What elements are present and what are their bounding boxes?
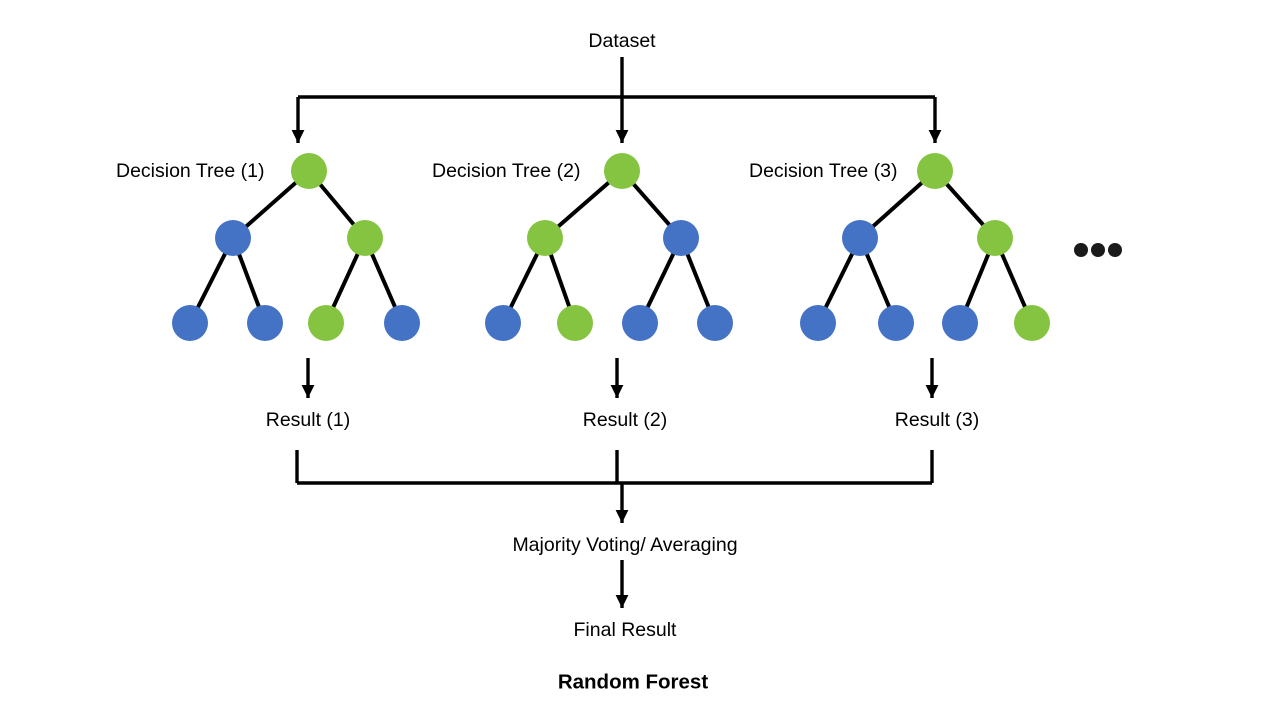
tree-2-nodes	[485, 153, 733, 341]
more-trees-ellipsis-icon	[1074, 243, 1122, 257]
dataset-split-connector	[291, 57, 942, 143]
tree-1-leaf-node-3	[308, 305, 344, 341]
final-result-arrow	[615, 560, 629, 608]
tree-1-leaf-node-2	[247, 305, 283, 341]
decision-tree-3-label: Decision Tree (3)	[749, 160, 897, 182]
tree-2-branch-node-2	[663, 220, 699, 256]
ellipsis-dot-2	[1091, 243, 1105, 257]
tree-3-branch-node-2	[977, 220, 1013, 256]
tree-2-leaf-node-1	[485, 305, 521, 341]
split-arrow-head-2	[615, 130, 629, 143]
decision-tree-3-group: Decision Tree (3) Result (3)	[749, 153, 1050, 431]
result-arrow-head-3	[925, 385, 939, 398]
aggregation-label: Majority Voting/ Averaging	[512, 534, 737, 556]
result-arrow-head-2	[610, 385, 624, 398]
results-merge-connector	[295, 450, 934, 523]
ellipsis-dot-3	[1108, 243, 1122, 257]
tree-3-leaf-node-2	[878, 305, 914, 341]
tree-3-leaf-node-3	[942, 305, 978, 341]
result-1-label: Result (1)	[266, 409, 351, 431]
tree-2-leaf-node-2	[557, 305, 593, 341]
result-2-label: Result (2)	[583, 409, 668, 431]
tree-1-leaf-node-4	[384, 305, 420, 341]
tree-1-nodes	[172, 153, 420, 341]
decision-tree-1-label: Decision Tree (1)	[116, 160, 264, 182]
tree-1-branch-node-1	[215, 220, 251, 256]
tree-2-branch-node-1	[527, 220, 563, 256]
final-result-label: Final Result	[574, 619, 678, 641]
tree-1-result-arrow	[301, 358, 315, 398]
result-3-label: Result (3)	[895, 409, 980, 431]
decision-tree-2-group: Decision Tree (2) Result (2)	[432, 153, 733, 431]
final-arrow-head	[615, 595, 629, 608]
tree-1-branch-node-2	[347, 220, 383, 256]
ellipsis-dot-1	[1074, 243, 1088, 257]
tree-3-leaf-node-4	[1014, 305, 1050, 341]
tree-3-leaf-node-1	[800, 305, 836, 341]
tree-1-leaf-node-1	[172, 305, 208, 341]
tree-3-result-arrow	[925, 358, 939, 398]
decision-tree-1-group: Decision Tree (1) Result (1)	[116, 153, 420, 431]
tree-3-nodes	[800, 153, 1050, 341]
result-arrow-head-1	[301, 385, 315, 398]
tree-1-root-node	[291, 153, 327, 189]
tree-3-branch-node-1	[842, 220, 878, 256]
decision-tree-2-label: Decision Tree (2)	[432, 160, 580, 182]
tree-2-leaf-node-3	[622, 305, 658, 341]
tree-2-root-node	[604, 153, 640, 189]
tree-2-result-arrow	[610, 358, 624, 398]
diagram-title: Random Forest	[558, 670, 709, 693]
dataset-label: Dataset	[588, 30, 656, 52]
merge-arrow-head	[615, 510, 629, 523]
split-arrow-head-3	[928, 130, 942, 143]
split-arrow-head-1	[291, 130, 305, 143]
tree-3-root-node	[917, 153, 953, 189]
tree-2-leaf-node-4	[697, 305, 733, 341]
